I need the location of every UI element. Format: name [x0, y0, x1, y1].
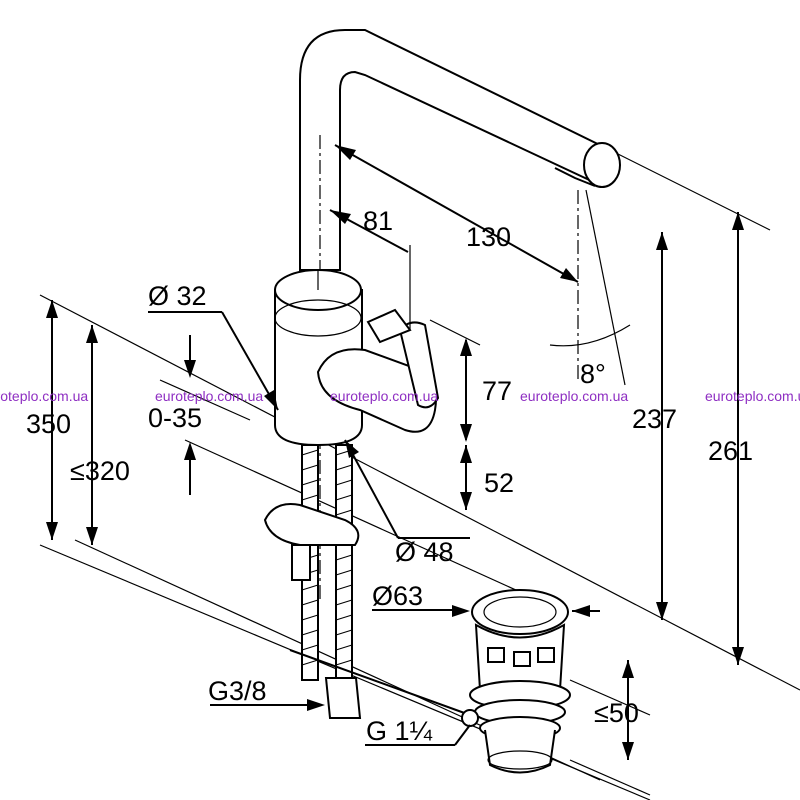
dim-spout-angle: 8° [580, 359, 606, 389]
dim-body-diameter: Ø 32 [148, 281, 207, 311]
dim-drain-thread: G 1¼ [366, 716, 433, 746]
watermark-text: euroteplo.com.ua [705, 388, 800, 404]
dim-max-height: ≤320 [70, 456, 130, 486]
reference-lines [39, 139, 800, 800]
dim-spout-reach: 130 [466, 222, 511, 252]
dim-base-height: 52 [484, 468, 514, 498]
watermark-text: euroteplo.com.ua [520, 388, 628, 404]
dim-base-diameter: Ø 48 [395, 537, 454, 567]
drain-waste [461, 589, 571, 774]
watermark: euroteplo.com.ua euroteplo.com.ua eurote… [0, 388, 800, 404]
dim-lever-height: 77 [482, 376, 512, 406]
lever-handle [316, 245, 440, 433]
watermark-text: euroteplo.com.ua [0, 388, 88, 404]
supply-hoses [263, 444, 471, 719]
dimension-labels: 130 81 Ø 32 0-35 350 ≤320 77 52 Ø 48 237… [26, 206, 753, 746]
dim-drain-height: ≤50 [594, 698, 639, 728]
dim-total-height: 350 [26, 409, 71, 439]
dim-countertop-thickness: 0-35 [148, 403, 202, 433]
dim-connection-thread: G3/8 [208, 676, 267, 706]
dim-spout-height: 237 [632, 404, 677, 434]
dim-lever-offset: 81 [363, 206, 393, 236]
dimension-lines [46, 144, 744, 760]
watermark-text: euroteplo.com.ua [155, 388, 263, 404]
watermark-text: euroteplo.com.ua [330, 388, 438, 404]
dim-top-height: 261 [708, 436, 753, 466]
dim-drain-diameter: Ø63 [372, 581, 423, 611]
